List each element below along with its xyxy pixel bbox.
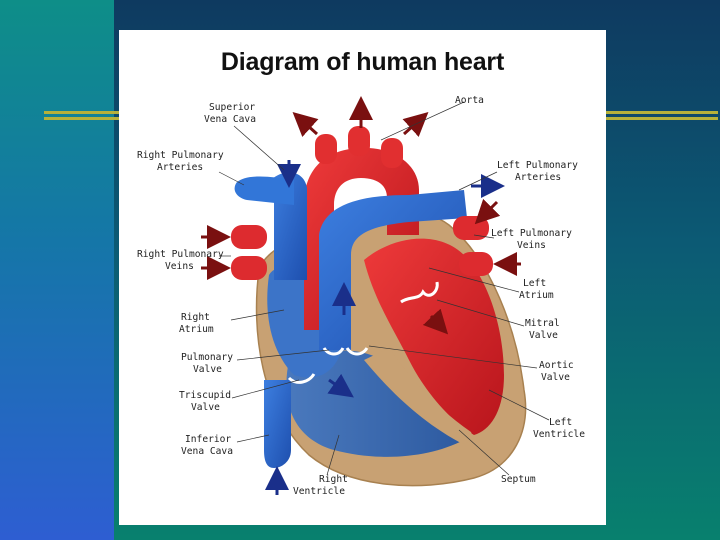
- decorative-stripe-left-2: [44, 117, 119, 120]
- aorta-branch-3: [381, 138, 403, 168]
- decorative-stripe-right-2: [606, 117, 718, 120]
- aorta-branch-2: [348, 126, 370, 156]
- arrow-aorta-left: [297, 116, 317, 134]
- right-pulmonary-vein-lower: [231, 256, 267, 280]
- decorative-stripe-left: [44, 111, 119, 114]
- arrow-lpv-upper: [479, 202, 497, 220]
- right-pulmonary-vein-upper: [231, 225, 267, 249]
- label-septum: Septum: [501, 474, 536, 485]
- left-pulmonary-vein-lower: [459, 252, 493, 276]
- right-pulmonary-artery-shape: [235, 177, 294, 206]
- label-aorta: Aorta: [455, 95, 484, 106]
- decorative-stripe-right: [606, 111, 718, 114]
- inferior-vena-cava-shape: [264, 380, 291, 468]
- diagram-panel: Diagram of human heart: [119, 30, 606, 525]
- slide-left-band: [0, 0, 114, 540]
- aorta-branch-1: [315, 134, 337, 164]
